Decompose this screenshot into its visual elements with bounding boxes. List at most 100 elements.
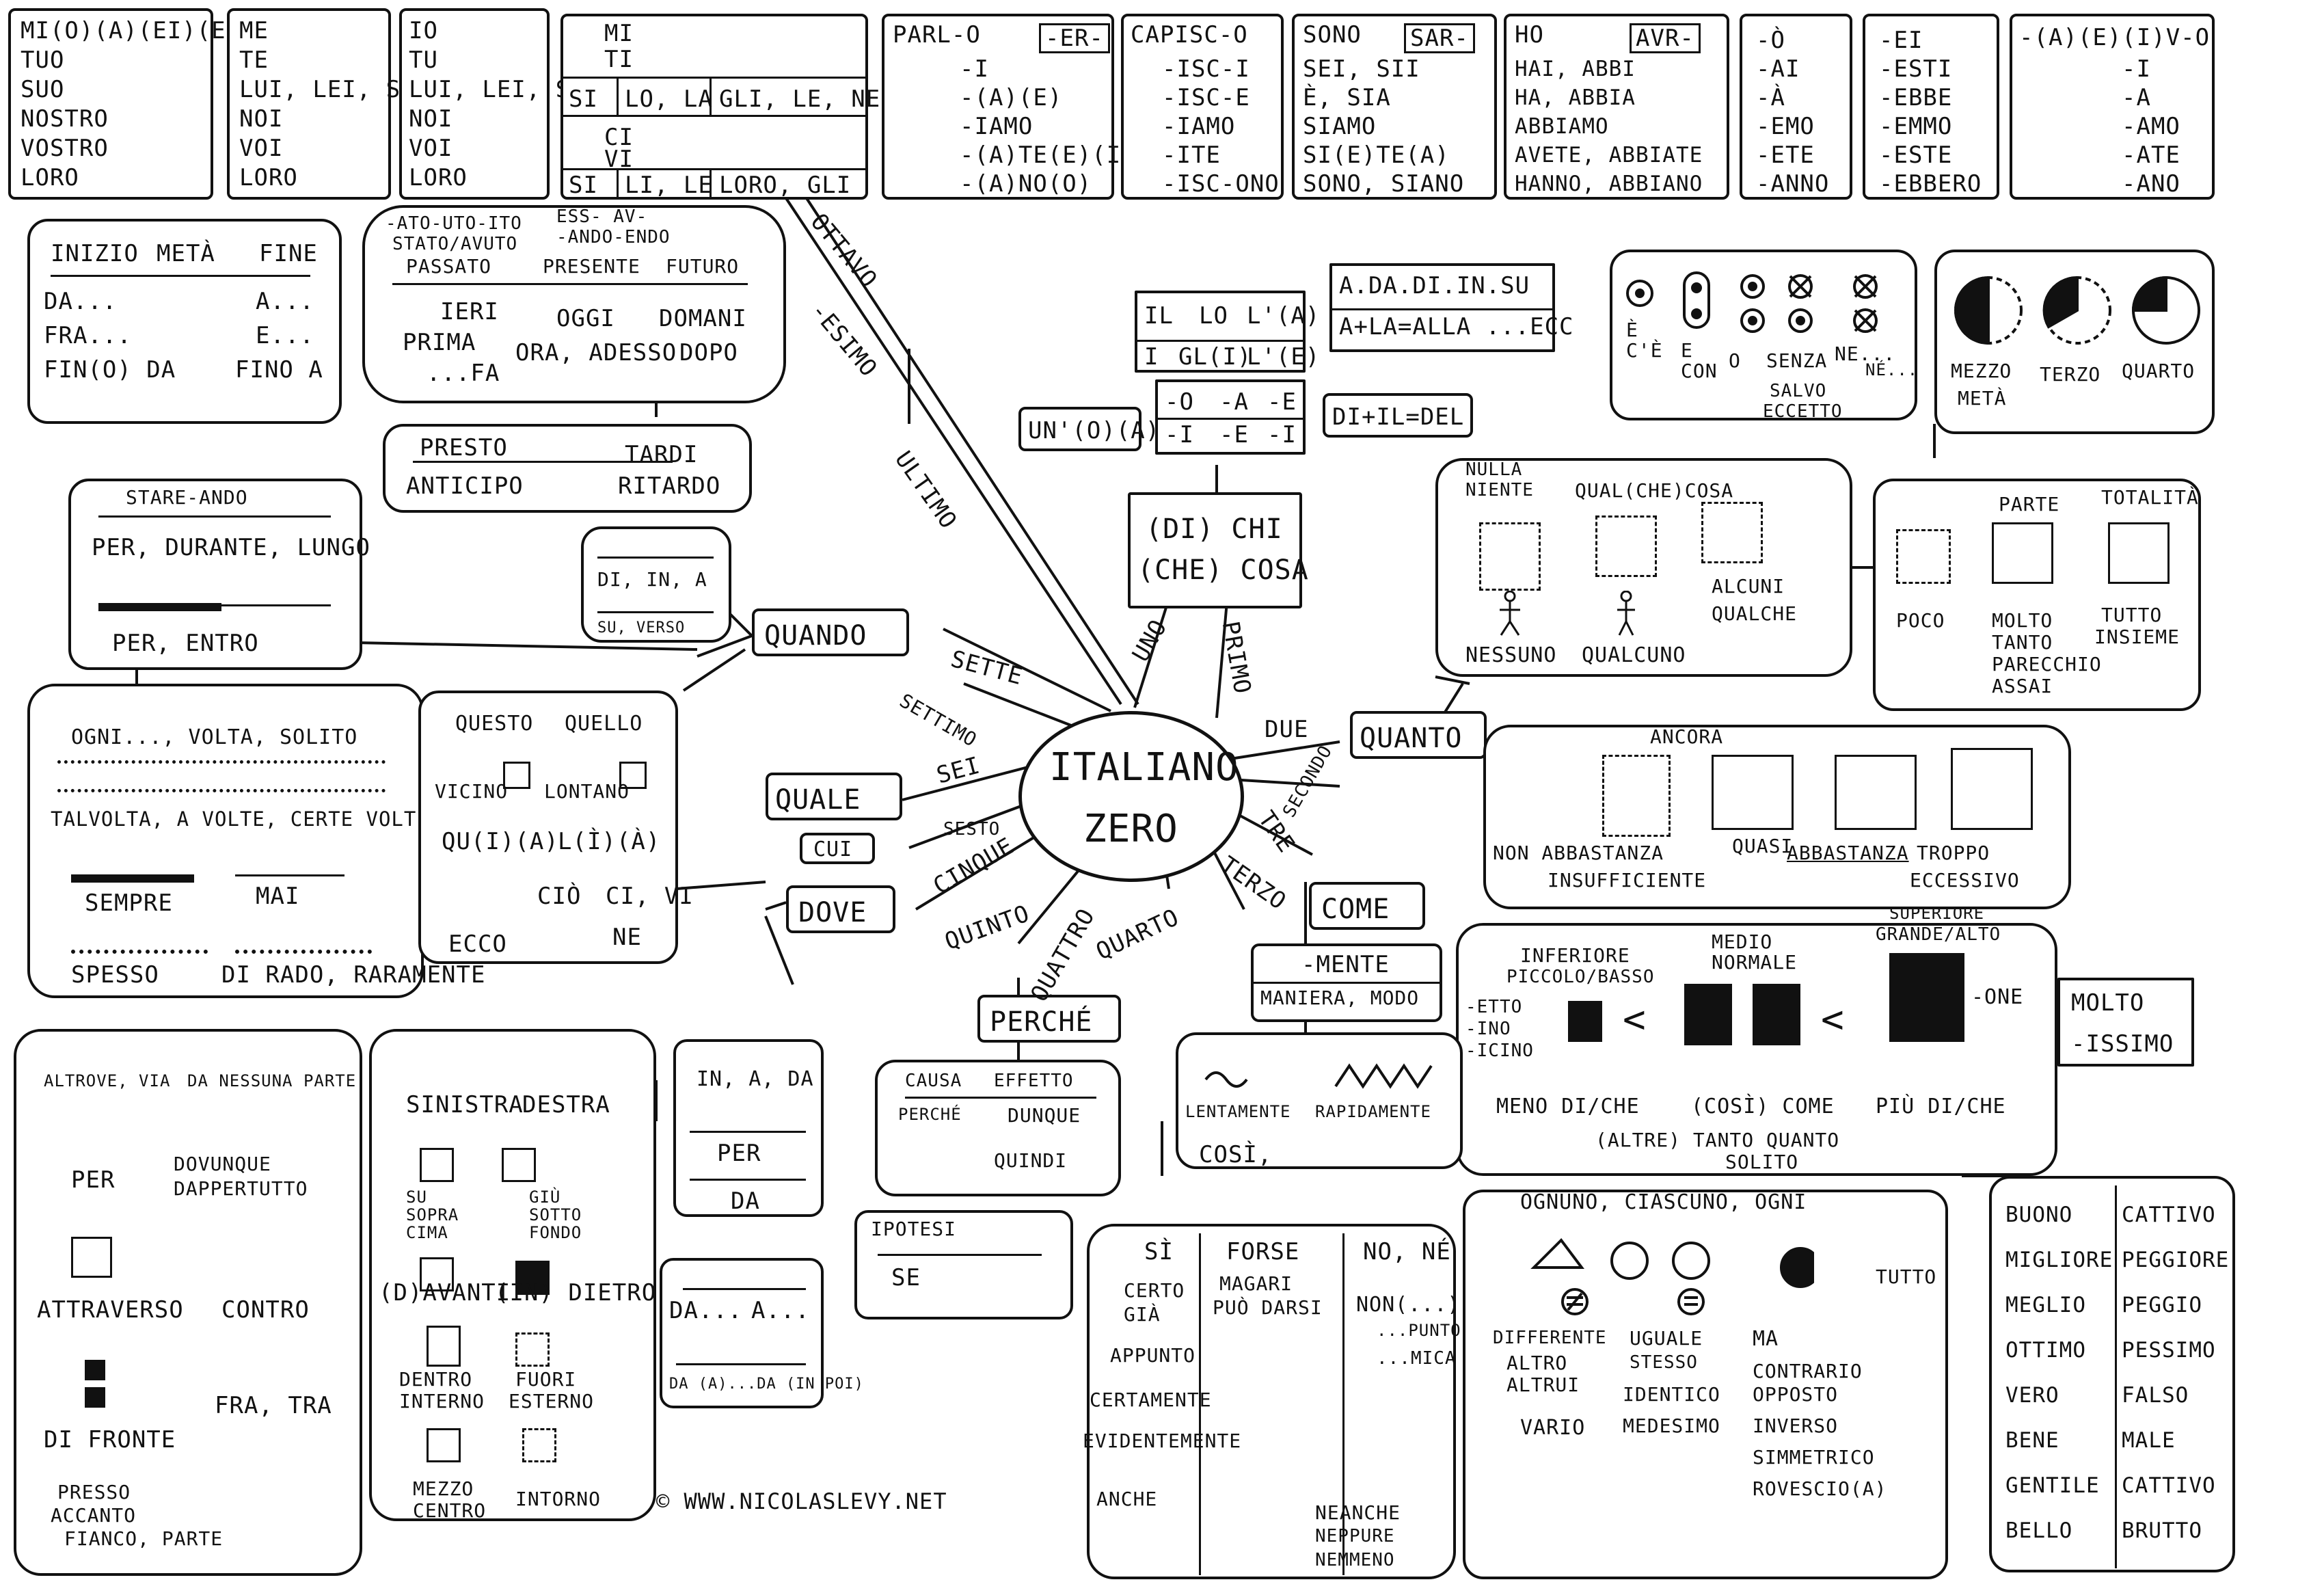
word: FALSO xyxy=(2122,1383,2189,1408)
word: ABBASTANZA xyxy=(1787,842,1909,864)
word: TUO xyxy=(21,46,65,74)
word: NOI xyxy=(409,105,453,133)
tenses-box: -ATO-UTO-ITO ESS- AV- STATO/AVUTO -ANDO-… xyxy=(362,205,786,403)
word: QUALCUNO xyxy=(1582,643,1686,667)
word: CERTAMENTE xyxy=(1090,1389,1212,1411)
word: FINE xyxy=(259,240,318,267)
arrow-thick xyxy=(71,874,194,883)
word: O xyxy=(1729,349,1741,372)
hub-quanto[interactable]: QUANTO xyxy=(1350,711,1487,759)
word: -INO xyxy=(1465,1019,1511,1039)
past-endings-box: -EI -ESTI -EBBE -EMMO -ESTE -EBBERO xyxy=(1863,14,1999,200)
word: DAPPERTUTTO xyxy=(174,1177,308,1200)
word: RAPIDAMENTE xyxy=(1315,1102,1431,1121)
word: LORO, GLI xyxy=(719,172,852,199)
hub-cui[interactable]: CUI xyxy=(800,833,875,864)
word: TUTTO xyxy=(2101,604,2163,626)
word: GLI, LE, NE xyxy=(719,85,881,113)
arrow-line xyxy=(597,611,714,613)
adjectives-negative: CATTIVO PEGGIORE PEGGIO PESSIMO FALSO MA… xyxy=(2122,1192,2229,1553)
center-subtitle: ZERO xyxy=(1083,807,1178,851)
word: SI xyxy=(569,85,598,113)
prep-article-box: A.DA.DI.IN.SU A+LA=ALLA ...ECC xyxy=(1329,263,1573,352)
word: GIÀ xyxy=(1124,1303,1161,1326)
word: MI(O)(A)(EI)(E) xyxy=(21,17,241,44)
word: DA... xyxy=(44,288,118,315)
word: DIFFERENTE xyxy=(1493,1328,1607,1348)
word: -Ò xyxy=(1756,27,1785,54)
word: CONTRO xyxy=(221,1296,310,1324)
copyright-link[interactable]: © WWW.NICOLASLEVY.NET xyxy=(656,1488,947,1514)
word: ECCESSIVO xyxy=(1910,869,2020,892)
word: SÌ xyxy=(1144,1238,1174,1265)
word: METÀ xyxy=(1958,387,2007,410)
square-icon xyxy=(427,1326,461,1367)
word: ALTRO xyxy=(1506,1352,1568,1374)
verb-avere-box: HO AVR- HAI, ABBI HA, ABBIA ABBIAMO AVET… xyxy=(1504,14,1729,200)
word: -ATO-UTO-ITO xyxy=(386,213,522,234)
presence-icons xyxy=(1626,271,1878,333)
word: -EI xyxy=(1879,27,1923,54)
center-node[interactable]: ITALIANO ZERO xyxy=(1018,711,1244,882)
hub-come[interactable]: COME xyxy=(1309,882,1425,930)
word: OGNI..., VOLTA, SOLITO xyxy=(71,725,358,749)
word: ANCORA xyxy=(1650,725,1724,748)
hub-dove[interactable]: DOVE xyxy=(786,885,895,933)
arrow-line xyxy=(51,275,310,277)
subject-list: IO TU LUI, LEI, SI NOI VOI LORO xyxy=(409,16,585,193)
hub-label: COME xyxy=(1321,894,1390,925)
word: IO xyxy=(409,17,438,44)
word: A... xyxy=(256,288,314,315)
word: -MENTE xyxy=(1301,951,1390,978)
filled-square xyxy=(85,1360,105,1380)
divider xyxy=(1332,308,1552,310)
word: QUELLO xyxy=(565,712,643,736)
word: CI xyxy=(604,124,634,151)
less-than: < xyxy=(1623,997,1647,1042)
word: VERO xyxy=(2005,1383,2059,1408)
word: MAI xyxy=(256,883,300,910)
word: LONTANO xyxy=(544,780,630,803)
word: DI, IN, A xyxy=(597,568,707,591)
word: -AMO xyxy=(2122,113,2180,140)
word: FRA, TRA xyxy=(215,1392,332,1419)
ancora-box: ANCORA NON ABBASTANZA INSUFFICIENTE QUAS… xyxy=(1483,725,2071,909)
word: I xyxy=(1144,343,1159,371)
word: -ANO xyxy=(2122,170,2180,198)
word: VOI xyxy=(239,135,284,162)
word: (ALTRE) TANTO QUANTO xyxy=(1595,1129,1840,1151)
word: È, SIA xyxy=(1303,84,1391,111)
word: IL xyxy=(1144,302,1174,330)
hypothesis-box: IPOTESI SE xyxy=(854,1210,1073,1319)
word: (COSÌ) COME xyxy=(1691,1095,1835,1118)
indefinites-box: NULLA NIENTE QUAL(CHE)COSA NESSUNO QUALC… xyxy=(1435,458,1852,677)
word: A+LA=ALLA ...ECC xyxy=(1339,313,1574,340)
demonstratives-box: QUESTO QUELLO VICINO LONTANO QU(I)(A) L(… xyxy=(418,691,693,964)
dashed-square xyxy=(1896,529,1951,584)
word: FIANCO, PARTE xyxy=(64,1527,224,1550)
word: NO, NÉ xyxy=(1363,1238,1451,1265)
word: MEZZO xyxy=(1951,360,2012,382)
hub-quale[interactable]: QUALE xyxy=(766,773,902,820)
word: LO, LA xyxy=(625,85,713,113)
word: LUI, LEI, SÉ xyxy=(239,76,416,103)
word: FIN(O) DA xyxy=(44,356,176,384)
word: -ANNO xyxy=(1756,170,1830,198)
word: ...PUNTO xyxy=(1377,1321,1461,1340)
word: OTTIMO xyxy=(2005,1338,2086,1363)
hub-chi-cosa[interactable]: (DI) CHI (CHE) COSA xyxy=(1128,492,1308,608)
hub-label: DOVE xyxy=(798,897,867,928)
hub-quando[interactable]: QUANDO xyxy=(752,608,909,656)
word: -I xyxy=(1165,421,1194,448)
word: PER xyxy=(717,1140,761,1167)
word: PRIMA xyxy=(403,329,476,356)
word: ACCANTO xyxy=(51,1504,137,1527)
word: QUINDI xyxy=(994,1149,1068,1172)
hub-perche[interactable]: PERCHÉ xyxy=(977,995,1121,1043)
word: -ETE xyxy=(1756,142,1815,169)
cause-box: CAUSA EFFETTO PERCHÉ DUNQUE QUINDI xyxy=(875,1060,1121,1196)
word: HAI, ABBI xyxy=(1515,57,1636,81)
word: E xyxy=(1681,339,1693,362)
verb-endings: -I -(A)(E) -IAMO -(A)TE(E)(I) -(A)NO(O) xyxy=(960,55,1136,198)
word: ...MICA xyxy=(1377,1348,1457,1369)
